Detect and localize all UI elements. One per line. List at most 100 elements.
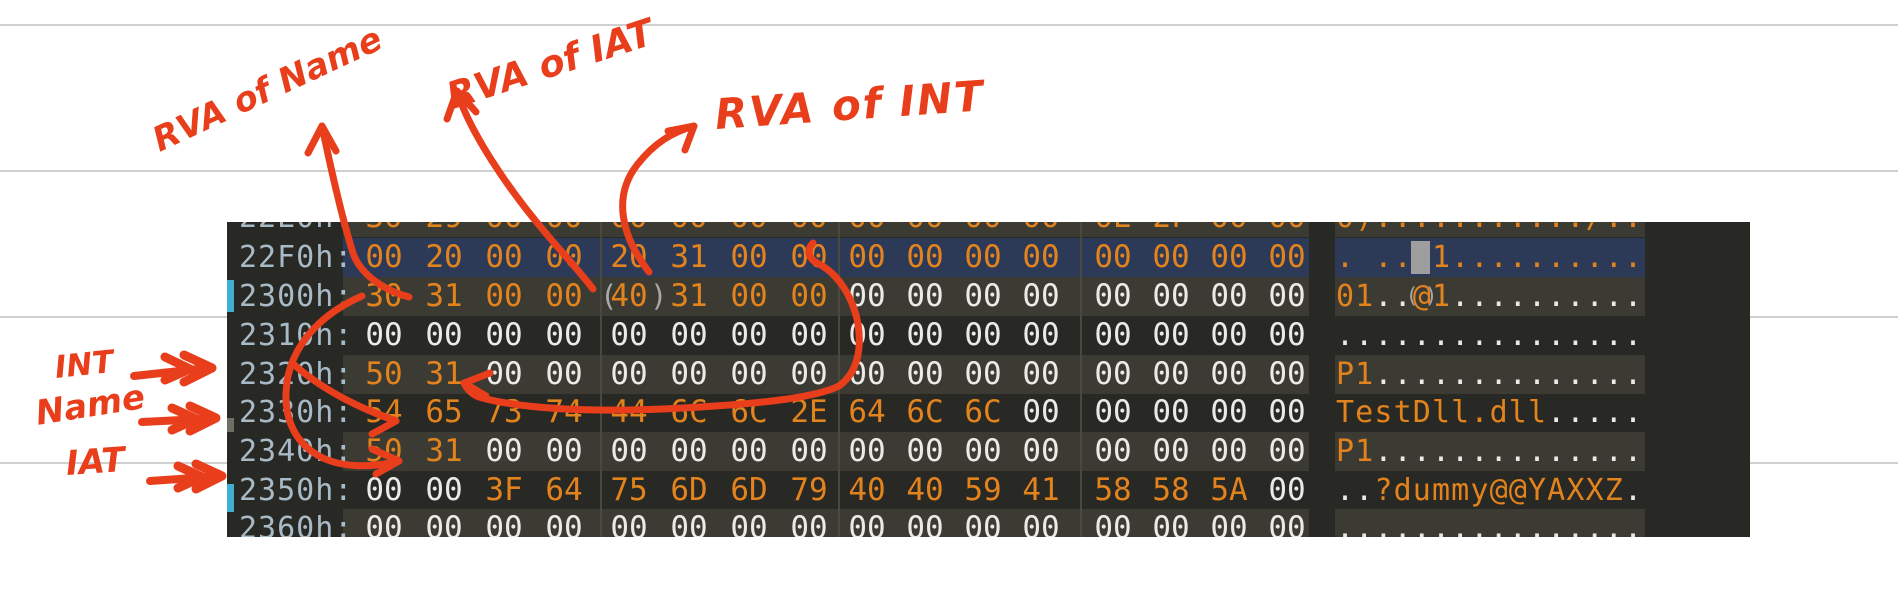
ascii-char[interactable]: . bbox=[1374, 240, 1393, 275]
ascii-char[interactable]: . bbox=[1527, 240, 1547, 275]
ascii-char[interactable]: . bbox=[1489, 318, 1508, 353]
hex-byte[interactable]: 00 bbox=[1268, 222, 1306, 237]
ascii-char[interactable]: . bbox=[1412, 434, 1431, 469]
hex-byte[interactable]: 20 bbox=[610, 239, 648, 275]
hex-byte[interactable]: 50 bbox=[365, 356, 403, 392]
ascii-char[interactable]: . bbox=[1451, 279, 1470, 314]
ascii-char[interactable]: . bbox=[1374, 511, 1393, 537]
ascii-char[interactable]: m bbox=[1451, 473, 1470, 508]
ascii-char[interactable]: m bbox=[1431, 473, 1451, 508]
hex-byte[interactable]: 00 bbox=[1022, 510, 1060, 537]
ascii-char[interactable]: . bbox=[1469, 222, 1489, 237]
ascii-char[interactable]: . bbox=[1470, 279, 1489, 314]
hex-byte[interactable]: 00 bbox=[1268, 510, 1306, 537]
hex-byte[interactable]: 00 bbox=[730, 510, 768, 537]
ascii-char[interactable]: . bbox=[1393, 240, 1412, 275]
hex-byte[interactable]: 00 bbox=[670, 433, 708, 469]
hex-byte[interactable]: 00 bbox=[670, 356, 708, 392]
ascii-char[interactable]: D bbox=[1412, 395, 1431, 430]
hex-byte[interactable]: 00 bbox=[1022, 317, 1060, 353]
ascii-char[interactable]: . bbox=[1374, 279, 1393, 314]
hex-byte[interactable]: 00 bbox=[670, 317, 708, 353]
ascii-char[interactable]: . bbox=[1489, 511, 1508, 537]
hex-byte[interactable]: 64 bbox=[848, 394, 886, 430]
ascii-char[interactable]: . bbox=[1604, 318, 1623, 353]
hex-byte[interactable]: 00 bbox=[670, 222, 708, 237]
ascii-char[interactable]: . bbox=[1451, 240, 1470, 275]
ascii-char[interactable]: . bbox=[1335, 511, 1355, 537]
hex-byte[interactable]: 00 bbox=[610, 222, 648, 237]
ascii-char[interactable]: . bbox=[1566, 279, 1585, 314]
hex-byte[interactable]: 00 bbox=[1094, 278, 1132, 314]
ascii-char[interactable]: l bbox=[1527, 395, 1547, 430]
hex-byte[interactable]: 00 bbox=[1152, 433, 1190, 469]
hex-byte[interactable]: 00 bbox=[906, 317, 944, 353]
hex-byte[interactable]: 00 bbox=[1022, 394, 1060, 430]
hex-byte[interactable]: 31 bbox=[670, 239, 708, 275]
ascii-char[interactable]: . bbox=[1547, 395, 1566, 430]
ascii-char[interactable]: . bbox=[1412, 357, 1431, 392]
ascii-char[interactable]: . bbox=[1470, 318, 1489, 353]
ascii-char[interactable]: . bbox=[1393, 511, 1412, 537]
hex-byte[interactable]: 00 bbox=[790, 222, 828, 237]
ascii-char[interactable]: . bbox=[1585, 318, 1604, 353]
ascii-char[interactable]: . bbox=[1604, 511, 1623, 537]
hex-byte[interactable]: 3F bbox=[485, 472, 523, 508]
hex-byte[interactable]: 00 bbox=[964, 278, 1002, 314]
hex-byte[interactable]: 00 bbox=[545, 317, 583, 353]
ascii-char[interactable]: . bbox=[1508, 511, 1527, 537]
hex-byte[interactable]: 00 bbox=[848, 278, 886, 314]
ascii-char[interactable]: . bbox=[1547, 240, 1566, 275]
hex-byte[interactable]: 58 bbox=[1094, 472, 1132, 508]
hex-byte[interactable]: 50 bbox=[365, 433, 403, 469]
ascii-char[interactable]: . bbox=[1470, 395, 1489, 430]
ascii-char[interactable]: . bbox=[1604, 279, 1623, 314]
hex-byte[interactable]: 00 bbox=[1210, 510, 1248, 537]
hex-byte[interactable]: 00 bbox=[485, 433, 523, 469]
hex-byte[interactable]: 00 bbox=[730, 356, 768, 392]
hex-byte[interactable]: 54 bbox=[365, 394, 403, 430]
ascii-char[interactable]: . bbox=[1623, 357, 1643, 392]
hex-byte[interactable]: 00 bbox=[790, 239, 828, 275]
ascii-char[interactable]: @ bbox=[1412, 279, 1431, 314]
hex-byte[interactable]: 44 bbox=[610, 394, 648, 430]
ascii-char[interactable]: ? bbox=[1374, 473, 1393, 508]
ascii-char[interactable]: . bbox=[1527, 318, 1547, 353]
hex-byte[interactable]: 00 bbox=[545, 510, 583, 537]
hex-byte[interactable]: 6C bbox=[906, 394, 944, 430]
ascii-char[interactable]: . bbox=[1355, 511, 1374, 537]
ascii-char[interactable]: . bbox=[1393, 357, 1412, 392]
hex-byte[interactable]: 00 bbox=[790, 278, 828, 314]
ascii-char[interactable]: . bbox=[1585, 279, 1604, 314]
ascii-char[interactable]: . bbox=[1508, 222, 1528, 237]
hex-byte[interactable]: 00 bbox=[610, 433, 648, 469]
hex-byte[interactable]: 00 bbox=[1022, 239, 1060, 275]
hex-byte[interactable]: 00 bbox=[906, 278, 944, 314]
hex-byte[interactable]: 00 bbox=[790, 356, 828, 392]
hex-byte[interactable]: 00 bbox=[1094, 239, 1132, 275]
hex-byte[interactable]: 6C bbox=[670, 394, 708, 430]
ascii-char[interactable]: 1 bbox=[1355, 434, 1374, 469]
hex-byte[interactable]: 00 bbox=[1268, 317, 1306, 353]
ascii-char[interactable]: . bbox=[1508, 240, 1527, 275]
ascii-char[interactable]: . bbox=[1566, 434, 1585, 469]
ascii-char[interactable]: . bbox=[1412, 222, 1432, 237]
hex-byte[interactable]: 6D bbox=[670, 472, 708, 508]
hex-byte[interactable]: 00 bbox=[1268, 278, 1306, 314]
hex-byte[interactable]: 00 bbox=[1152, 510, 1190, 537]
hex-byte[interactable]: 00 bbox=[790, 510, 828, 537]
hex-byte[interactable]: 00 bbox=[485, 356, 523, 392]
ascii-char[interactable]: . bbox=[1547, 357, 1566, 392]
hex-byte[interactable]: 00 bbox=[545, 222, 583, 237]
hex-byte[interactable]: 00 bbox=[1152, 394, 1190, 430]
ascii-char[interactable]: 0 bbox=[1335, 279, 1355, 314]
hex-byte[interactable]: 65 bbox=[425, 394, 463, 430]
ascii-char[interactable]: X bbox=[1585, 473, 1604, 508]
hex-byte[interactable]: 31 bbox=[425, 433, 463, 469]
hex-byte[interactable]: 00 bbox=[1210, 394, 1248, 430]
ascii-char[interactable]: A bbox=[1547, 473, 1566, 508]
ascii-char[interactable]: . bbox=[1527, 357, 1547, 392]
hex-byte[interactable]: 00 bbox=[1268, 239, 1306, 275]
hex-byte[interactable]: 00 bbox=[906, 433, 944, 469]
ascii-char[interactable]: . bbox=[1374, 357, 1393, 392]
